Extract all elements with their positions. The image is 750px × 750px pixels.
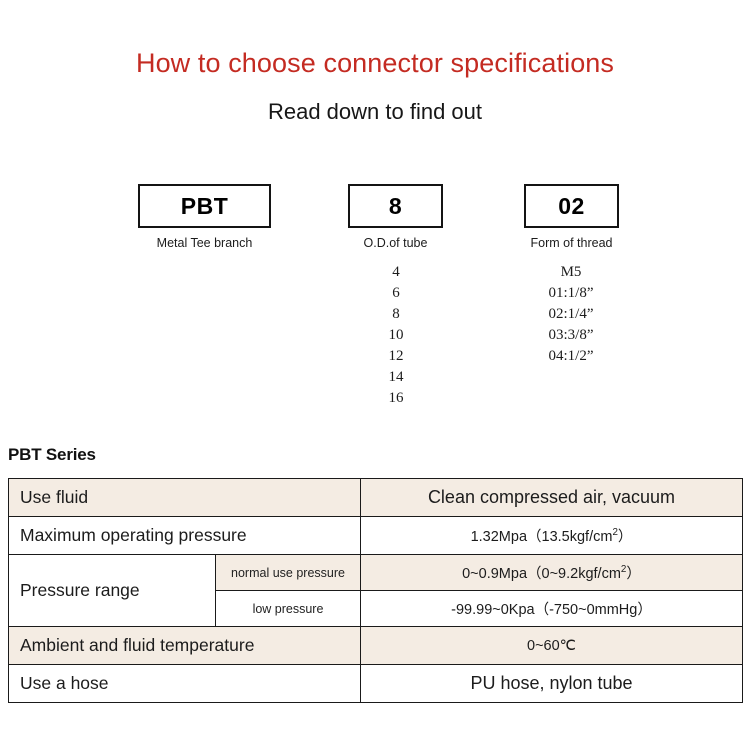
specification-table: Use fluid Clean compressed air, vacuum M…: [8, 478, 743, 703]
tube-size-option: 6: [392, 285, 400, 301]
code-box-tube-od: 8: [348, 184, 443, 228]
table-row: Ambient and fluid temperature 0~60℃: [8, 626, 743, 665]
code-box-tube-od-caption: O.D.of tube: [363, 236, 428, 250]
thread-form-option: M5: [560, 264, 582, 280]
low-pressure-label: low pressure: [252, 601, 324, 616]
code-box-series: PBT: [138, 184, 271, 228]
table-cell-value: 0~0.9Mpa（0~9.2kgf/cm2）: [360, 554, 743, 591]
use-a-hose-label: Use a hose: [20, 673, 109, 693]
page-subtitle: Read down to find out: [267, 99, 483, 124]
thread-form-option-list: M5 01:1/8” 02:1/4” 03:3/8” 04:1/2”: [511, 262, 631, 367]
series-heading: PBT Series: [8, 445, 96, 464]
use-fluid-label: Use fluid: [20, 487, 89, 507]
ambient-temperature-value: 0~60℃: [527, 637, 576, 654]
table-cell-label: Use fluid: [8, 478, 361, 517]
table-cell-label: Use a hose: [8, 664, 361, 703]
code-box-thread-form-caption: Form of thread: [530, 236, 613, 250]
code-box-thread-form: 02: [524, 184, 619, 228]
normal-use-pressure-number: 0~0.9Mpa（0~9.2kgf/cm: [462, 566, 621, 582]
pressure-range-label: Pressure range: [20, 580, 140, 600]
table-row: Use fluid Clean compressed air, vacuum: [8, 478, 743, 517]
table-cell-value: 1.32Mpa（13.5kgf/cm2）: [360, 516, 743, 555]
max-operating-pressure-tail: ）: [617, 529, 633, 545]
use-a-hose-value: PU hose, nylon tube: [470, 673, 633, 693]
tube-size-option: 12: [388, 348, 404, 364]
use-fluid-value: Clean compressed air, vacuum: [427, 487, 676, 507]
table-cell-label: Ambient and fluid temperature: [8, 626, 361, 665]
tube-size-option-list: 4 6 8 10 12 14 16: [346, 262, 446, 409]
max-operating-pressure-number: 1.32Mpa（13.5kgf/cm: [470, 529, 613, 545]
max-operating-pressure-label: Maximum operating pressure: [20, 525, 247, 545]
page-title: How to choose connector specifications: [135, 48, 615, 78]
table-cell-value: PU hose, nylon tube: [360, 664, 743, 703]
code-box-tube-od-value: 8: [388, 192, 403, 219]
table-row: Pressure range normal use pressure 0~0.9…: [8, 554, 743, 627]
table-cell-value: Clean compressed air, vacuum: [360, 478, 743, 517]
thread-form-option: 03:3/8”: [548, 327, 594, 343]
table-cell-value: -99.99~0Kpa（-750~0mmHg）: [360, 590, 743, 627]
table-cell-sublabel: normal use pressure: [215, 554, 361, 591]
code-box-series-caption: Metal Tee branch: [156, 236, 253, 250]
table-row: Maximum operating pressure 1.32Mpa（13.5k…: [8, 516, 743, 555]
tube-size-option: 4: [392, 264, 400, 280]
tube-size-option: 16: [388, 390, 404, 406]
thread-form-option: 02:1/4”: [548, 306, 594, 322]
max-operating-pressure-superscript: 2: [612, 527, 618, 539]
normal-use-pressure-label: normal use pressure: [231, 565, 345, 580]
low-pressure-value: -99.99~0Kpa（-750~0mmHg）: [451, 602, 652, 618]
table-row: Use a hose PU hose, nylon tube: [8, 664, 743, 703]
table-cell-label: Pressure range: [8, 554, 216, 627]
table-cell-value: 0~60℃: [360, 626, 743, 665]
normal-use-pressure-superscript: 2: [620, 564, 627, 576]
code-box-thread-form-value: 02: [558, 192, 585, 219]
tube-size-option: 14: [388, 369, 404, 385]
max-operating-pressure-value: 1.32Mpa（13.5kgf/cm2）: [361, 519, 742, 552]
code-box-series-value: PBT: [180, 192, 229, 219]
tube-size-option: 8: [392, 306, 400, 322]
tube-size-option: 10: [388, 327, 404, 343]
normal-use-pressure-value: 0~0.9Mpa（0~9.2kgf/cm2）: [361, 556, 742, 589]
normal-use-pressure-tail: ）: [626, 566, 641, 582]
thread-form-option: 04:1/2”: [548, 348, 594, 364]
table-cell-label: Maximum operating pressure: [8, 516, 361, 555]
thread-form-option: 01:1/8”: [548, 285, 594, 301]
table-cell-sublabel: low pressure: [215, 590, 361, 627]
ambient-temperature-label: Ambient and fluid temperature: [20, 635, 255, 655]
